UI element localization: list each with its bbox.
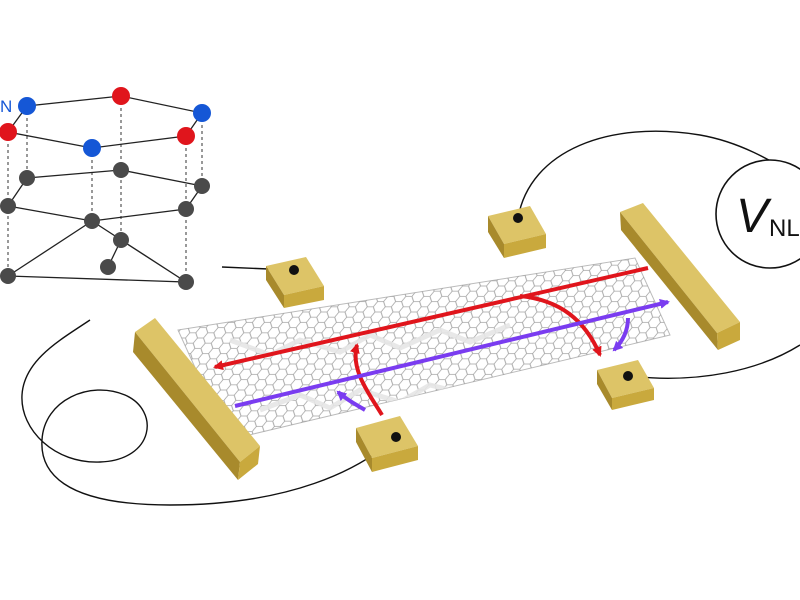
carbon-atoms — [0, 162, 210, 290]
nitrogen-label: N — [0, 97, 12, 116]
left-gold-bar — [133, 318, 260, 480]
reverse-current-branch-left — [336, 390, 367, 412]
voltmeter-symbol: V — [736, 190, 772, 243]
current-paths — [213, 266, 670, 417]
left-contact-pad — [266, 257, 324, 308]
right-contact-pad — [597, 360, 654, 410]
top-contact-pad — [488, 206, 546, 258]
reverse-current-arrow — [234, 299, 670, 408]
bottom-contact-pad — [356, 416, 418, 472]
boron-atoms — [0, 87, 195, 145]
voltmeter-icon: V NL — [715, 159, 800, 269]
reverse-current-branch-right — [612, 317, 630, 352]
forward-current-arrow — [213, 266, 649, 371]
right-gold-bar — [620, 203, 740, 350]
forward-current-branch-right — [519, 294, 602, 357]
hbn-graphene-lattice-icon: N — [0, 87, 211, 290]
forward-current-branch-left — [350, 343, 384, 417]
voltmeter-subscript: NL — [769, 215, 800, 242]
nitrogen-atoms — [18, 97, 211, 157]
